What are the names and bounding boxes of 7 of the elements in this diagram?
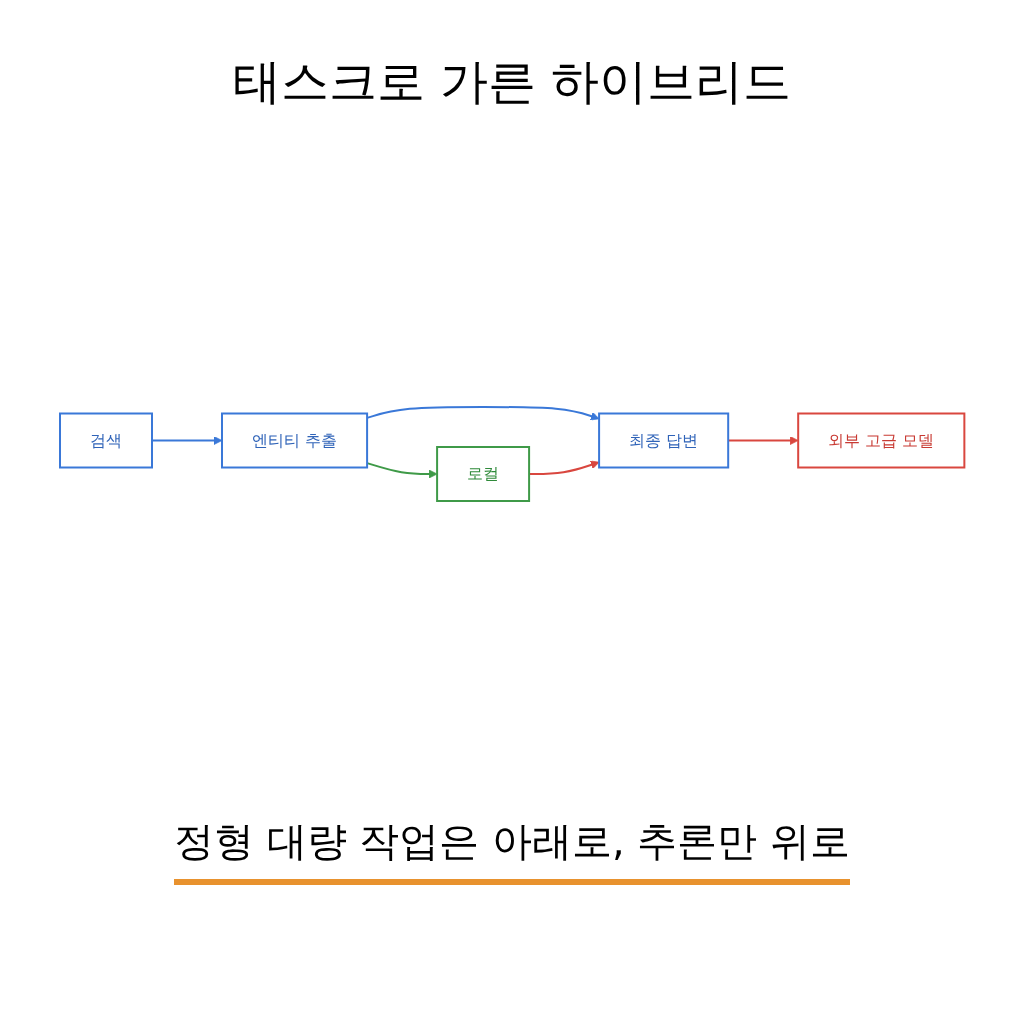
node-box: 최종 답변 [597, 412, 729, 469]
node-box: 검색 [58, 412, 153, 469]
title: 태스크로 가른 하이브리드 [232, 52, 792, 111]
node-box: 엔티티 추출 [220, 412, 368, 469]
node-box: 로컬 [435, 446, 530, 502]
caption: 정형 대량 작업은 아래로, 추론만 위로 [173, 814, 851, 885]
node-box: 외부 고급 모델 [797, 412, 966, 469]
